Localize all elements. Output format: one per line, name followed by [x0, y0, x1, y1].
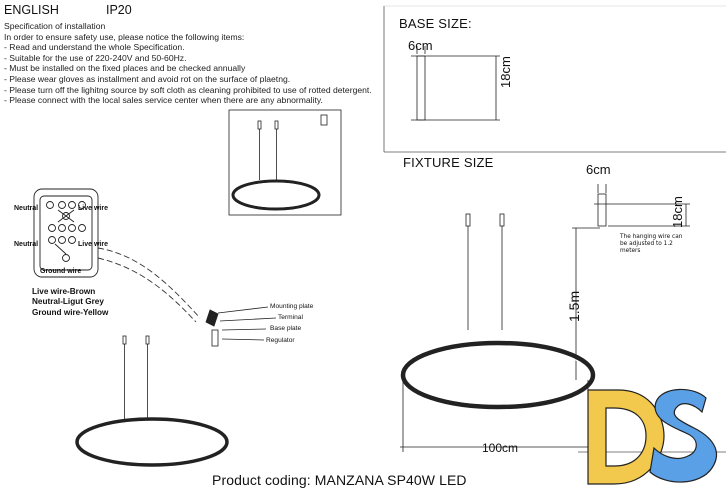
spec-item: - Please wear gloves as installment and … — [4, 73, 291, 84]
base-height-label: 18cm — [498, 56, 513, 88]
live-label-bottom: Live wire — [78, 241, 108, 248]
spec-item: - Must be installed on the fixed places … — [4, 63, 246, 74]
spec-item: - Read and understand the whole Specific… — [4, 42, 185, 53]
cable-lines — [97, 247, 201, 323]
product-coding: Product coding: MANZANA SP40W LED — [212, 472, 467, 488]
neutral-label-top: Neutral — [14, 205, 39, 212]
fixture-size-title: FIXTURE SIZE — [403, 155, 494, 170]
spec-item: - Suitable for the use of 220-240V and 5… — [4, 52, 187, 63]
diameter-label: 100cm — [482, 441, 519, 455]
legend-neutral: Neutral-Ligut Grey — [32, 297, 104, 307]
base-plate-label: Base plate — [270, 325, 302, 332]
ip-rating: IP20 — [106, 3, 132, 17]
mounting-plate-label: Mounting plate — [270, 303, 314, 310]
hang-length-label: 1.5m — [566, 290, 582, 322]
base-size-drawing — [411, 46, 500, 121]
spec-title: Specification of installation — [4, 21, 106, 31]
ground-label: Ground wire — [40, 268, 82, 275]
fixture-preview — [228, 109, 342, 216]
neutral-label-bottom: Neutral — [14, 241, 39, 248]
live-label-top: Live wire — [78, 205, 108, 212]
legend-ground: Ground wire-Yellow — [32, 307, 109, 317]
legend-live: Live wire-Brown — [32, 287, 96, 296]
hanging-wire-note: The hanging wire can be adjusted to 1.2 … — [620, 234, 682, 254]
fixture-base-height-label: 18cm — [670, 196, 685, 228]
base-width-label: 6cm — [408, 38, 433, 53]
fixture-size-drawing — [400, 184, 726, 453]
mounting-assembly — [205, 306, 277, 347]
language-label: ENGLISH — [4, 3, 59, 17]
regulator-label: Regulator — [266, 337, 295, 344]
terminal-block — [33, 188, 99, 278]
note-line-2: be adjusted to 1.2 — [620, 240, 673, 247]
fixture-base-width-label: 6cm — [586, 162, 611, 177]
terminal-label: Terminal — [278, 314, 303, 321]
note-line-1: The hanging wire can — [620, 234, 683, 240]
specification-text: Specification of installation In order t… — [4, 21, 372, 106]
ds-logo — [587, 388, 718, 485]
spec-item: - Please connect with the local sales se… — [4, 95, 323, 106]
fixture-bottom-left — [75, 335, 229, 467]
base-size-title: BASE SIZE: — [399, 16, 472, 31]
spec-intro: In order to ensure safety use, please no… — [4, 31, 245, 42]
note-line-3: meters — [620, 247, 641, 254]
wire-color-legend: Live wire-Brown Neutral-Ligut Grey Groun… — [32, 287, 108, 318]
spec-item: - Please turn off the lighitng source by… — [4, 84, 372, 95]
